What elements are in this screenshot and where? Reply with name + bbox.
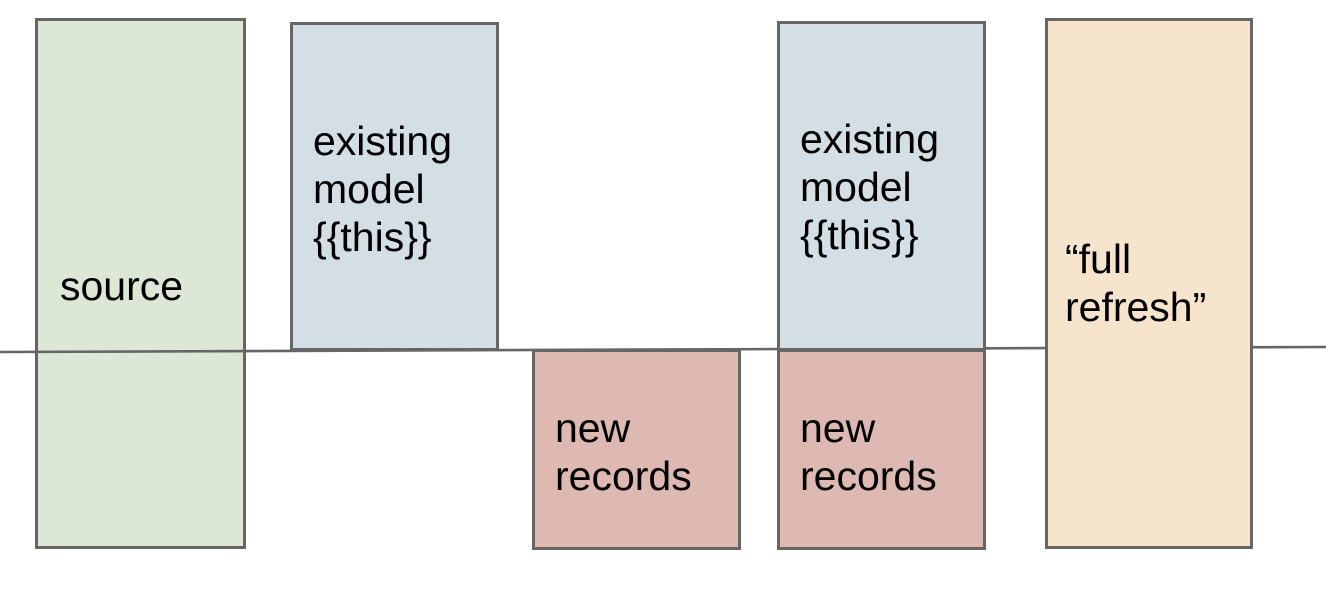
existing-model-box-right-label: existing model {{this}} — [800, 116, 940, 258]
new-records-box-left: new records — [532, 349, 741, 550]
new-records-box-right: new records — [777, 349, 986, 550]
new-records-box-right-label: new records — [800, 405, 937, 499]
source-box-label: source — [60, 263, 184, 309]
full-refresh-box-label: “full refresh” — [1065, 236, 1207, 330]
full-refresh-box: “full refresh” — [1045, 18, 1253, 549]
new-records-box-left-label: new records — [555, 405, 692, 499]
existing-model-box-left-label: existing model {{this}} — [313, 118, 453, 260]
existing-model-box-right: existing model {{this}} — [777, 21, 986, 351]
existing-model-box-left: existing model {{this}} — [290, 22, 499, 351]
source-box: source — [35, 18, 246, 549]
